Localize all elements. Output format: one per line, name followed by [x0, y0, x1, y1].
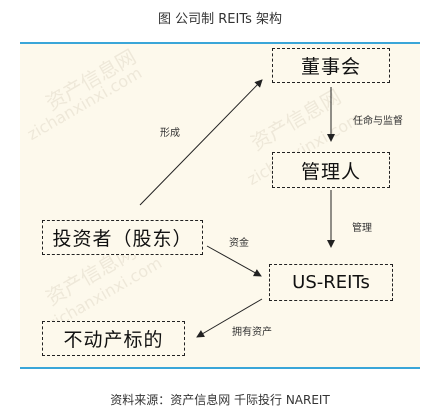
node-investors: 投资者（股东）: [42, 220, 203, 255]
figure-title: 图 公司制 REITs 架构: [157, 12, 283, 27]
diagram-panel: 资产信息网 zichanxinxi.com 资产信息网 zichanxinxi.…: [20, 42, 420, 369]
label-manage: 管理: [352, 223, 372, 234]
node-manager: 管理人: [272, 152, 390, 188]
label-capital: 资金: [229, 238, 249, 249]
label-appoint-supervise: 任命与监督: [353, 116, 403, 127]
label-form: 形成: [160, 128, 180, 139]
figure-source: 资料来源：资产信息网 千际投行 NAREIT: [110, 393, 330, 407]
arrow-capital: [206, 245, 262, 277]
node-real-estate: 不动产标的: [42, 321, 185, 356]
arrow-own-assets: [196, 298, 263, 338]
arrow-form: [139, 79, 263, 206]
node-us-reits: US-REITs: [269, 264, 393, 301]
label-own-assets: 拥有资产: [232, 327, 272, 338]
node-board: 董事会: [272, 48, 390, 83]
